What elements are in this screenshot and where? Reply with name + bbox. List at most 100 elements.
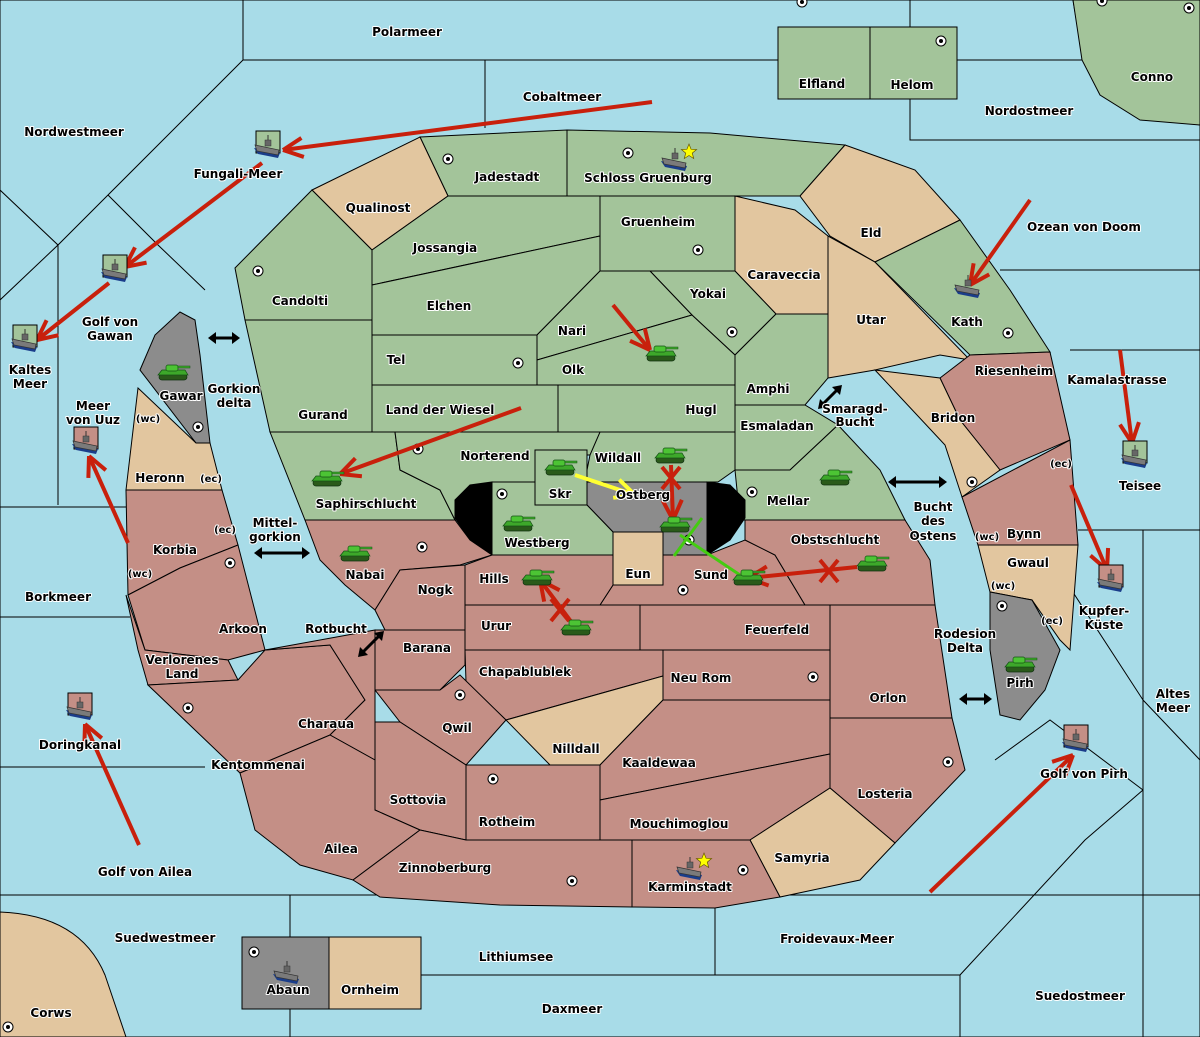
territory-label-utar: Utar [856,313,886,327]
army-unit[interactable] [659,516,693,533]
supply-center-icon [996,600,1008,612]
ship-icon [101,259,127,282]
territory-gruenheim[interactable] [599,195,736,272]
territory-label-qualinost: Qualinost [346,201,411,215]
fleet-unit[interactable] [676,852,713,880]
sea-label-altes-meer: Meer [1156,701,1190,715]
fleet-unit[interactable] [1097,564,1124,592]
fleet-unit[interactable] [273,961,299,984]
ship-icon [66,697,92,720]
army-unit[interactable] [654,447,688,464]
fleet-unit[interactable] [954,275,980,298]
territory-ornheim[interactable] [328,936,422,1010]
territory-label-arkoon: Arkoon [219,622,267,636]
territory-eun[interactable] [612,531,664,586]
fleet-unit[interactable] [66,692,93,720]
army-unit[interactable] [157,364,191,381]
tank-icon [856,555,890,572]
territory-label-zinnoberburg: Zinnoberburg [399,861,491,875]
sea-label-borkmeer: Borkmeer [25,590,91,604]
territory-label-helom: Helom [890,78,933,92]
army-unit[interactable] [560,619,594,636]
double-arrow-icon [818,385,842,409]
army-unit[interactable] [645,345,679,362]
sea-label-gorkion-delta: delta [217,396,252,410]
sea-label-ozean-von-doom: Ozean von Doom [1027,220,1141,234]
territory-elfland[interactable] [777,26,871,100]
territory-label-charaua: Charaua [298,717,354,731]
star-icon [695,852,713,869]
army-unit[interactable] [856,555,890,572]
territory-label-candolti: Candolti [272,294,328,308]
territory-label-yokai: Yokai [689,287,726,301]
supply-center-icon [566,875,578,887]
coast-label: (wc) [975,532,999,543]
supply-center-icon [1002,327,1014,339]
territory-label-eld: Eld [861,226,882,240]
army-unit[interactable] [1004,656,1038,673]
fleet-unit[interactable] [254,130,281,158]
army-unit[interactable] [311,470,345,487]
territory-abaun[interactable] [241,936,330,1010]
ship-icon [273,961,299,984]
order-move-arrow [35,281,111,342]
order-failed-icon [549,597,571,623]
supply-center-icon [935,35,947,47]
supply-center-icon [487,773,499,785]
territory-label-tel: Tel [387,353,406,367]
sea-label-rodesion-delta: Rodesion [934,627,996,641]
fleet-unit[interactable] [11,324,38,352]
territory-bridon[interactable] [873,369,1001,498]
territory-label-sottovia: Sottovia [390,793,447,807]
supply-center-icon [192,421,204,433]
territory-label-mellar: Mellar [767,494,809,508]
army-unit[interactable] [521,569,555,586]
army-unit[interactable] [502,515,536,532]
territory-karminstadt[interactable] [631,839,781,909]
territory-heronn[interactable] [125,386,223,491]
sea-label-mittel-gorkion: gorkion [249,530,301,544]
territory-pirh[interactable] [989,591,1061,721]
territory-label-sund: Sund [694,568,728,582]
territory-label-schloss-gruenburg: Schloss Gruenburg [584,171,712,185]
order-move-arrow [611,303,652,352]
tank-icon [654,447,688,464]
territory-label-kaaldewaa: Kaaldewaa [622,756,696,770]
territory-label-esmaladan: Esmaladan [740,419,813,433]
supply-center-icon [1183,2,1195,14]
territory-label-abaun: Abaun [266,983,309,997]
sea-links [208,332,992,705]
sea-label-golf-von-gawan: Golf von [82,315,138,329]
order-move-arrow [338,406,522,479]
order-move-arrow [928,753,1075,894]
supply-center-icon [746,486,758,498]
sea-label-mittel-gorkion: Mittel- [253,516,298,530]
army-unit[interactable] [339,545,373,562]
army-unit[interactable] [732,569,766,586]
territory-corws[interactable] [0,911,127,1037]
territory-conno[interactable] [1072,0,1200,126]
supply-center-icon [496,488,508,500]
fleet-unit[interactable] [1062,724,1089,752]
coast-label: (ec) [200,474,222,485]
sea-label-teisee: Teisee [1119,479,1161,493]
fleet-unit[interactable] [72,426,99,454]
tank-icon [339,545,373,562]
fleet-unit[interactable] [661,143,698,171]
army-unit[interactable] [544,459,578,476]
fleet-unit[interactable] [1121,440,1148,468]
fleet-unit[interactable] [101,254,128,282]
sea-label-gorkion-delta: Gorkion [208,382,261,396]
order-convoy-line [679,533,741,577]
sea-label-bucht-des-ostens: Bucht [913,500,952,514]
territory-label-rotheim: Rotheim [479,815,536,829]
ship-icon [1097,569,1123,592]
ship-icon [11,329,37,352]
supply-center-icon [966,476,978,488]
army-unit[interactable] [819,469,853,486]
sea-label-lithiumsee: Lithiumsee [479,950,554,964]
order-support-arrow [574,473,637,500]
territory-label-hugl: Hugl [685,403,716,417]
